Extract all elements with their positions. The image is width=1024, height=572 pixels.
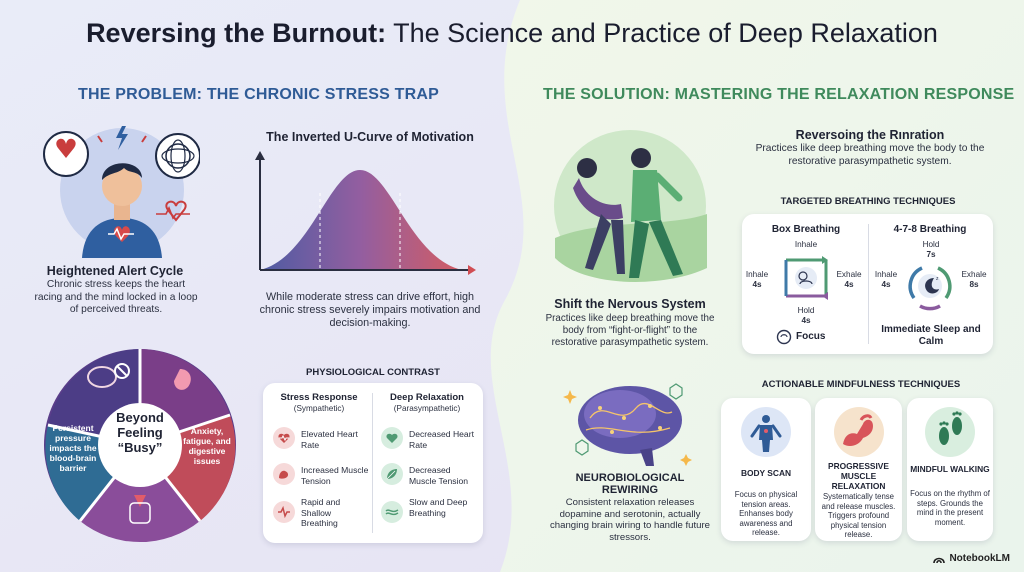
478-top-seconds: 7s — [926, 250, 936, 259]
478-top-label: Hold — [922, 240, 940, 249]
glowing-brain-illustration — [563, 383, 692, 466]
walking-body: Focus on the rhythm of steps. Grounds th… — [910, 489, 990, 527]
calm-heart-icon — [381, 427, 403, 449]
deep-relaxation-sub: (Parasympathetic) — [393, 404, 461, 413]
neuro-title: NEUROBIOLOGICAL REWIRING — [575, 472, 685, 496]
mindful-card-body-scan: BODY SCAN Focus on physical tension area… — [721, 398, 811, 541]
heart-rate-icon — [273, 427, 295, 449]
shift-nervous-system-body: Practices like deep breathing move the b… — [545, 313, 715, 348]
alert-cycle-title: Heightened Alert Cycle — [46, 264, 184, 278]
box-top-label: Inhale — [794, 240, 818, 249]
solution-heading: THE SOLUTION: MASTERING THE RELAXATION R… — [543, 86, 1015, 103]
notebooklm-icon — [933, 557, 946, 563]
relaxing-figures-illustration — [554, 130, 707, 282]
focus-brain-icon — [776, 329, 792, 345]
stress-cycle-wheel — [44, 349, 236, 543]
stress-row-1: Elevated Heart Rate — [301, 429, 358, 450]
alert-cycle-body: Chronic stress keeps the heart racing an… — [34, 279, 198, 315]
box-breathing-diagram — [784, 256, 828, 300]
problem-heading: THE PROBLEM: THE CHRONIC STRESS TRAP — [78, 86, 439, 103]
reversing-title: Reversoing the Rınration — [795, 128, 945, 142]
pmr-body: Systematically tense and release muscles… — [821, 492, 896, 539]
reversing-body: Practices like deep breathing move the b… — [755, 143, 985, 167]
relax-row-2: Decreased Muscle Tension — [409, 465, 469, 486]
stress-row-3: Rapid and Shallow Breathing — [301, 497, 341, 528]
walking-title: MINDFUL WALKING — [910, 464, 990, 474]
breathing-heading: TARGETED BREATHING TECHNIQUES — [780, 196, 956, 207]
478-tag: Immediate Sleep and Calm — [881, 324, 981, 347]
478-breathing-title: 4-7-8 Breathing — [893, 224, 967, 235]
stressed-person-illustration — [43, 126, 200, 258]
pmr-title: PROGRESSIVE MUSCLE RELAXATION — [828, 461, 889, 491]
box-bottom-label: Hold — [797, 306, 815, 315]
stress-response-sub: (Sympathetic) — [293, 404, 345, 413]
body-scan-title: BODY SCAN — [740, 468, 792, 478]
box-breathing-title: Box Breathing — [771, 224, 841, 235]
contrast-divider — [372, 393, 373, 533]
body-scan-icon — [741, 407, 791, 457]
rapid-breath-icon — [273, 501, 295, 523]
neuro-body: Consistent relaxation releases dopamine … — [549, 497, 710, 543]
shift-nervous-system-title: Shift the Nervous System — [554, 297, 706, 311]
relax-row-1: Decreased Heart Rate — [409, 429, 474, 450]
stress-row-2: Increased Muscle Tension — [301, 465, 369, 486]
box-right-label: Exhale — [836, 270, 862, 279]
cycle-left-label: Persistent pressure impacts the blood-br… — [49, 423, 97, 473]
curve-title: The Inverted U-Curve of Motivation — [266, 130, 474, 144]
mindful-card-pmr: PROGRESSIVE MUSCLE RELAXATION Systematic… — [815, 398, 902, 541]
breathing-divider — [868, 224, 869, 344]
muscle-icon — [273, 463, 295, 485]
box-left-seconds: 4s — [752, 280, 762, 289]
mindfulness-heading: ACTIONABLE MINDFULNESS TECHNIQUES — [761, 379, 961, 390]
box-bottom-seconds: 4s — [801, 316, 811, 325]
curve-body: While moderate stress can drive effort, … — [259, 291, 481, 329]
box-right-seconds: 4s — [844, 280, 854, 289]
breathing-card: Box Breathing Inhale Inhale 4s Exhale 4s… — [742, 214, 993, 354]
deep-relaxation-title: Deep Relaxation — [390, 392, 464, 403]
478-left-seconds: 4s — [881, 280, 891, 289]
478-left-label: Inhale — [874, 270, 898, 279]
notebooklm-logo: NotebookLM — [933, 553, 1010, 564]
stress-response-title: Stress Response — [280, 392, 358, 403]
contrast-card: Stress Response (Sympathetic) Deep Relax… — [263, 383, 483, 543]
footprints-icon — [925, 407, 975, 457]
cycle-right-label: Anxiety, fatigue, and digestive issues — [183, 426, 231, 466]
mindful-card-walking: MINDFUL WALKING Focus on the rhythm of s… — [907, 398, 993, 541]
svg-text:z: z — [936, 276, 939, 282]
relax-row-3: Slow and Deep Breathing — [409, 497, 468, 518]
box-left-label: Inhale — [745, 270, 769, 279]
leaf-icon — [381, 463, 403, 485]
flexed-arm-icon — [834, 407, 884, 457]
page-title: Reversing the Burnout: The Science and P… — [86, 18, 938, 48]
478-right-seconds: 8s — [969, 280, 979, 289]
inverted-u-curve-chart — [255, 151, 476, 275]
slow-breath-icon — [381, 501, 403, 523]
478-breathing-diagram: z — [908, 266, 952, 311]
body-scan-body: Focus on physical tension areas. Enhanse… — [734, 490, 798, 537]
478-right-label: Exhale — [961, 270, 987, 279]
box-tag: Focus — [796, 331, 826, 342]
cycle-center-label: Beyond Feeling “Busy” — [116, 410, 164, 455]
contrast-heading: PHYSIOLOGICAL CONTRAST — [306, 367, 440, 378]
